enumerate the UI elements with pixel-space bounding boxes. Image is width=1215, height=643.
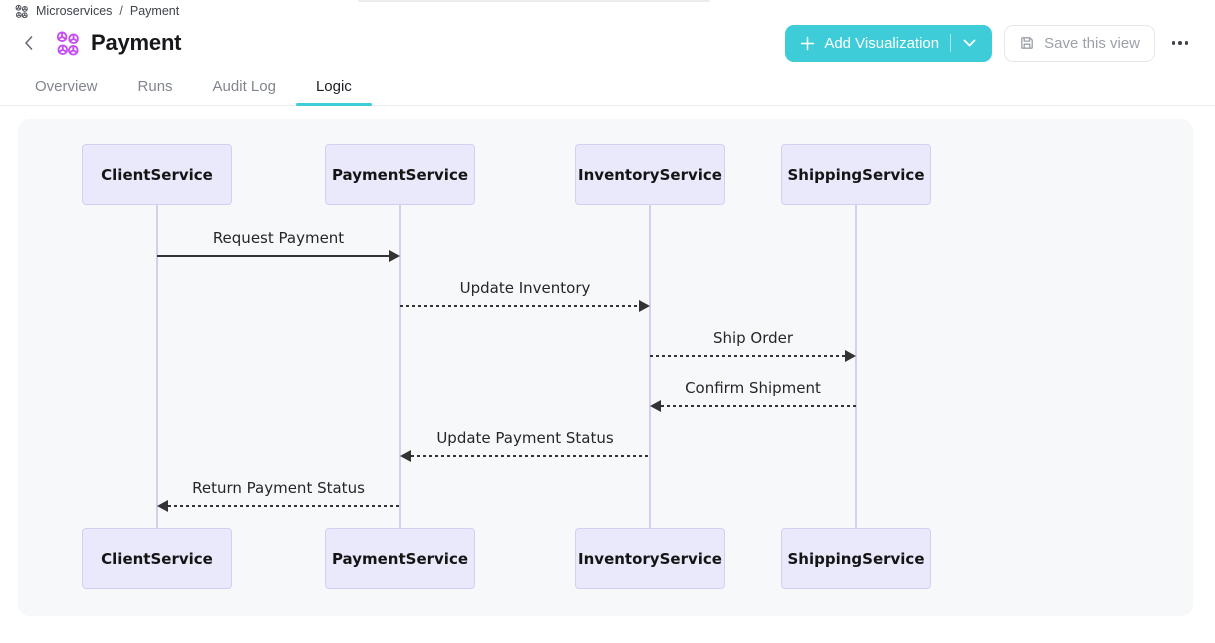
more-options-button[interactable] (1167, 30, 1193, 56)
lifeline (649, 205, 651, 528)
arrowhead-icon (157, 500, 168, 512)
message-label: Request Payment (212, 229, 345, 247)
cutoff-element-edge (358, 0, 710, 2)
lifeline (855, 205, 857, 528)
message-line (157, 255, 389, 257)
tab-runs[interactable]: Runs (137, 78, 173, 95)
arrowhead-icon (389, 250, 400, 262)
lifeline (399, 205, 401, 528)
message-line (411, 455, 650, 457)
arrowhead-icon (845, 350, 856, 362)
title-row: Payment Add Visualization (0, 19, 1215, 63)
message-line (650, 355, 845, 357)
save-view-button[interactable]: Save this view (1004, 24, 1155, 62)
payment-microservices-icon (54, 30, 81, 57)
tab-audit-log[interactable]: Audit Log (212, 78, 276, 95)
message-label: Update Inventory (459, 279, 591, 297)
arrowhead-icon (639, 300, 650, 312)
message-line (168, 505, 400, 507)
arrowhead-icon (650, 400, 661, 412)
message-label: Ship Order (712, 329, 794, 347)
save-view-label: Save this view (1044, 34, 1140, 52)
tab-overview[interactable]: Overview (35, 78, 98, 95)
chevron-down-icon[interactable] (962, 37, 977, 49)
message-label: Update Payment Status (436, 429, 614, 447)
ellipsis-icon (1171, 41, 1189, 45)
add-visualization-button[interactable]: Add Visualization (785, 24, 993, 62)
arrowhead-icon (400, 450, 411, 462)
participant-box: ClientService (82, 528, 232, 589)
breadcrumb-item-payment[interactable]: Payment (129, 4, 180, 18)
participant-box: InventoryService (575, 144, 725, 205)
back-button[interactable] (16, 31, 40, 55)
participant-box: PaymentService (325, 144, 475, 205)
message-label: Return Payment Status (192, 479, 365, 497)
message-label: Confirm Shipment (685, 379, 821, 397)
participant-box: ClientService (82, 144, 232, 205)
participant-box: InventoryService (575, 528, 725, 589)
lifeline (156, 205, 158, 528)
save-icon (1019, 35, 1035, 51)
microservices-icon (14, 4, 29, 19)
breadcrumb-separator: / (119, 4, 123, 18)
message-line (661, 405, 856, 407)
participant-box: ShippingService (781, 528, 931, 589)
participant-box: ShippingService (781, 144, 931, 205)
page-title: Payment (91, 30, 182, 55)
breadcrumb-item-microservices[interactable]: Microservices (36, 4, 113, 18)
header-actions: Add Visualization Save this view (785, 24, 1193, 62)
tab-logic[interactable]: Logic (295, 68, 372, 106)
plus-icon (800, 36, 815, 51)
message-line (400, 305, 639, 307)
participant-box: PaymentService (325, 528, 475, 589)
button-divider (950, 34, 952, 52)
breadcrumb: Microservices / Payment (0, 0, 1215, 19)
add-visualization-label: Add Visualization (824, 34, 940, 52)
tab-bar: Overview Runs Audit Log Logic (0, 68, 1215, 106)
chevron-left-icon (24, 35, 33, 51)
